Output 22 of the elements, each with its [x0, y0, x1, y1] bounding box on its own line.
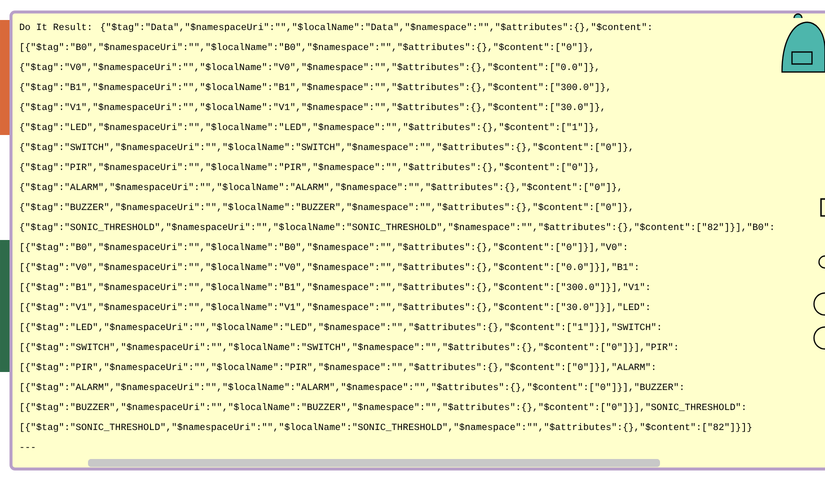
output-line: {"$tag":"PIR","$namespaceUri":"","$localName":"PIR","$namespace":"","$attributes":{},"$content":["0"]},: [20, 163, 598, 172]
output-line: {"$tag":"SONIC_THRESHOLD","$namespaceUri":"","$localName":"SONIC_THRESHOLD","$namespace":"","$attributes":{},"$content":["82"]}],"B0":: [20, 223, 773, 232]
output-line: [{"$tag":"V1","$namespaceUri":"","$localName":"V1","$namespace":"","$attributes":{},"$content":["30.0"]}],"LED":: [21, 303, 649, 312]
output-line: [{"$tag":"B0","$namespaceUri":"","$localName":"B0","$namespace":"","$attributes":{},"$content":["0"]},: [21, 43, 592, 52]
output-line: [{"$tag":"LED","$namespaceUri":"","$localName":"LED","$namespace":"","$attributes":{},"$content":["1"]}],"SWITCH":: [21, 323, 660, 332]
output-line: Do It Result: {"$tag":"Data","$namespaceUri":"","$localName":"Data","$namespace":"","$attributes":{},"$content":: [20, 23, 650, 32]
output-line: [{"$tag":"B1","$namespaceUri":"","$localName":"B1","$namespace":"","$attributes":{},"$content":["300.0"]}],"V1":: [21, 283, 649, 292]
output-line: [{"$tag":"SONIC_THRESHOLD","$namespaceUri":"","$localName":"SONIC_THRESHOLD","$namespace":"","$attributes":{},"$content":["82"]}]}: [21, 423, 752, 432]
output-line: [{"$tag":"SWITCH","$namespaceUri":"","$localName":"SWITCH","$namespace":"","$attributes":{},"$content":["0"]}],"PIR":: [21, 343, 677, 352]
output-line: [{"$tag":"B0","$namespaceUri":"","$localName":"B0","$namespace":"","$attributes":{},"$content":["0"]}],"V0":: [21, 243, 626, 252]
output-line: {"$tag":"ALARM","$namespaceUri":"","$localName":"ALARM","$namespace":"","$attributes":{},"$content":["0"]},: [20, 183, 620, 192]
output-line: [{"$tag":"BUZZER","$namespaceUri":"","$localName":"BUZZER","$namespace":"","$attributes":{},"$content":["0"]}],"SONIC_THRESHOLD":: [21, 403, 744, 412]
output-line: {"$tag":"LED","$namespaceUri":"","$localName":"LED","$namespace":"","$attributes":{},"$content":["1"]},: [20, 123, 598, 132]
output-line: ---: [20, 447, 35, 448]
output-line: {"$tag":"B1","$namespaceUri":"","$localName":"B1","$namespace":"","$attributes":{},"$content":["300.0"]},: [20, 83, 609, 92]
output-line: [{"$tag":"PIR","$namespaceUri":"","$localName":"PIR","$namespace":"","$attributes":{},"$content":["0"]}],"ALARM":: [21, 363, 654, 372]
output-line: {"$tag":"SWITCH","$namespaceUri":"","$localName":"SWITCH","$namespace":"","$attributes":{},"$content":["0"]},: [20, 143, 632, 152]
output-line: {"$tag":"BUZZER","$namespaceUri":"","$localName":"BUZZER","$namespace":"","$attributes":{},"$content":["0"]},: [20, 203, 632, 212]
output-line: {"$tag":"V0","$namespaceUri":"","$localName":"V0","$namespace":"","$attributes":{},"$content":["0.0"]},: [20, 63, 598, 72]
output-line: [{"$tag":"V0","$namespaceUri":"","$localName":"V0","$namespace":"","$attributes":{},"$content":["0.0"]}],"B1":: [21, 263, 638, 272]
output-line: {"$tag":"V1","$namespaceUri":"","$localName":"V1","$namespace":"","$attributes":{},"$content":["30.0"]},: [20, 103, 604, 112]
output-line: [{"$tag":"ALARM","$namespaceUri":"","$localName":"ALARM","$namespace":"","$attributes":{},"$content":["0"]}],"BUZZER":: [21, 383, 682, 392]
